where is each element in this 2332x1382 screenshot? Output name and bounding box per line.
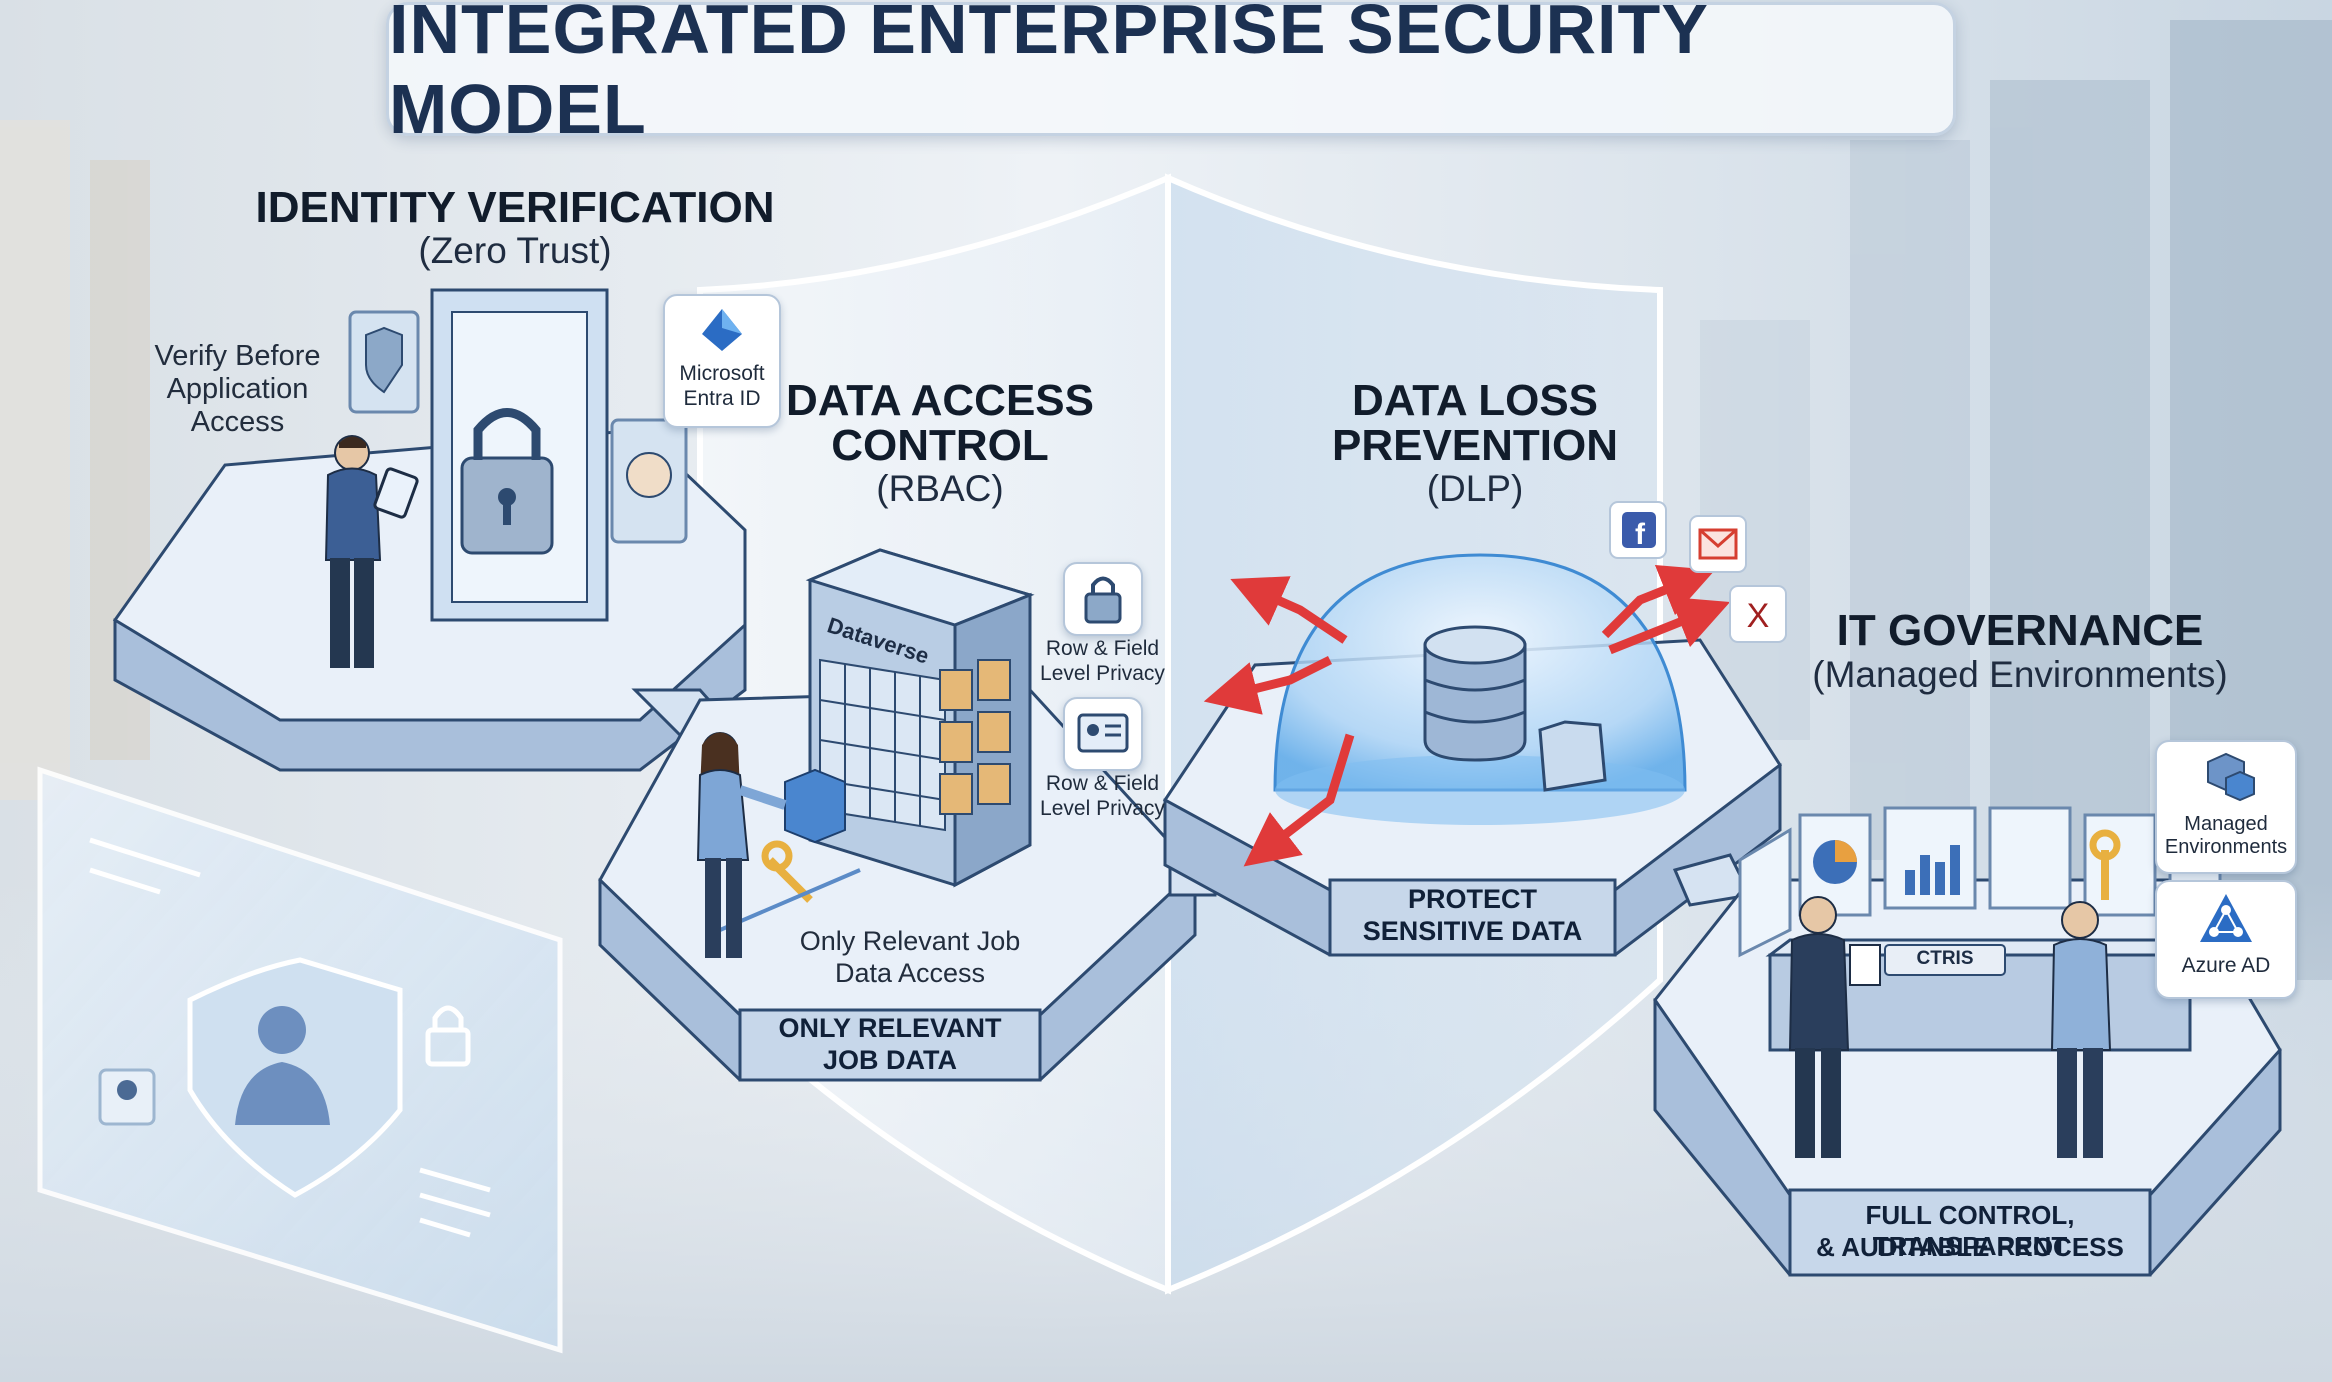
- person-with-tablet: [324, 435, 419, 668]
- database-icon: [1423, 625, 1527, 762]
- title-banner: INTEGRATED ENTERPRISE SECURITY MODEL: [386, 0, 1956, 148]
- x-icon: [1729, 585, 1787, 643]
- dlp-plate-line1: PROTECT: [1407, 884, 1537, 914]
- blocked-data-arrows: [1203, 564, 1731, 867]
- dlp-heading-line1: DATA LOSS: [1351, 376, 1599, 425]
- entra-id-icon: [702, 309, 742, 351]
- dlp-plate-line2: SENSITIVE DATA: [1362, 916, 1583, 946]
- page-title: INTEGRATED ENTERPRISE SECURITY MODEL: [389, 0, 1708, 148]
- file-drawers: [939, 659, 1011, 815]
- id-card-icon: [1077, 713, 1129, 753]
- data-access-plate-line1: ONLY RELEVANT: [778, 1013, 1002, 1043]
- dlp-platform: f X: [1162, 501, 1787, 957]
- governance-plate-line1: FULL CONTROL, TRANSPARENT: [1865, 1200, 2075, 1261]
- bar-chart-icon: [1905, 845, 1960, 895]
- governance-person-right: [2050, 901, 2112, 1158]
- identity-heading: IDENTITY VERIFICATION: [255, 183, 775, 232]
- row-privacy-id-card: [1063, 697, 1143, 771]
- identity-subheading: (Zero Trust): [418, 230, 612, 271]
- hologram-user-icon: [258, 1006, 306, 1054]
- privacy-label-2: Row & Field Level Privacy: [1040, 772, 1165, 820]
- governance-subheading: (Managed Environments): [1812, 654, 2228, 695]
- governance-platform: [1653, 806, 2282, 1277]
- managed-environments-icon: [2207, 752, 2255, 802]
- hologram-lock-icon: [425, 1027, 471, 1067]
- holographic-screen: [37, 766, 563, 1354]
- data-access-platform: [598, 548, 1198, 1082]
- person-at-terminal: [696, 732, 787, 958]
- identity-note: Verify Before Application Access: [154, 340, 321, 438]
- azure-ad-card: Azure AD: [2155, 880, 2297, 999]
- folder-icon: [1538, 720, 1607, 792]
- console-label: CTRIS: [1916, 948, 1974, 969]
- governance-heading: IT GOVERNANCE: [1836, 606, 2204, 655]
- background-office: [0, 20, 2332, 980]
- managed-environments-label: Managed Environments: [2164, 813, 2288, 858]
- data-access-heading-line1: DATA ACCESS: [786, 376, 1094, 425]
- privacy-label-1: Row & Field Level Privacy: [1040, 637, 1165, 685]
- row-privacy-lock-card: [1063, 562, 1143, 636]
- azure-ad-icon: [2200, 894, 2252, 942]
- governance-plate-line2: & AUDITABLE PROCESS: [1816, 1232, 2124, 1262]
- entra-id-label: Microsoft Entra ID: [679, 362, 765, 410]
- identity-platform: [112, 288, 747, 772]
- data-access-note: Only Relevant Job Data Access: [799, 926, 1021, 988]
- data-access-plate-line2: JOB DATA: [823, 1045, 957, 1075]
- privacy-lock-icon: [1084, 576, 1122, 624]
- governance-person-left: [1788, 896, 1881, 1158]
- dlp-heading-line2: PREVENTION: [1331, 421, 1619, 470]
- data-access-subheading: (RBAC): [876, 468, 1004, 509]
- svg-text:f: f: [1635, 518, 1646, 551]
- data-cube: [784, 768, 846, 844]
- managed-environments-card: Managed Environments: [2155, 740, 2297, 874]
- data-access-heading-line2: CONTROL: [831, 421, 1049, 470]
- azure-ad-label: Azure AD: [2181, 954, 2271, 977]
- entra-id-badge: Microsoft Entra ID: [663, 294, 781, 428]
- svg-text:X: X: [1747, 597, 1770, 635]
- dlp-subheading: (DLP): [1426, 468, 1524, 509]
